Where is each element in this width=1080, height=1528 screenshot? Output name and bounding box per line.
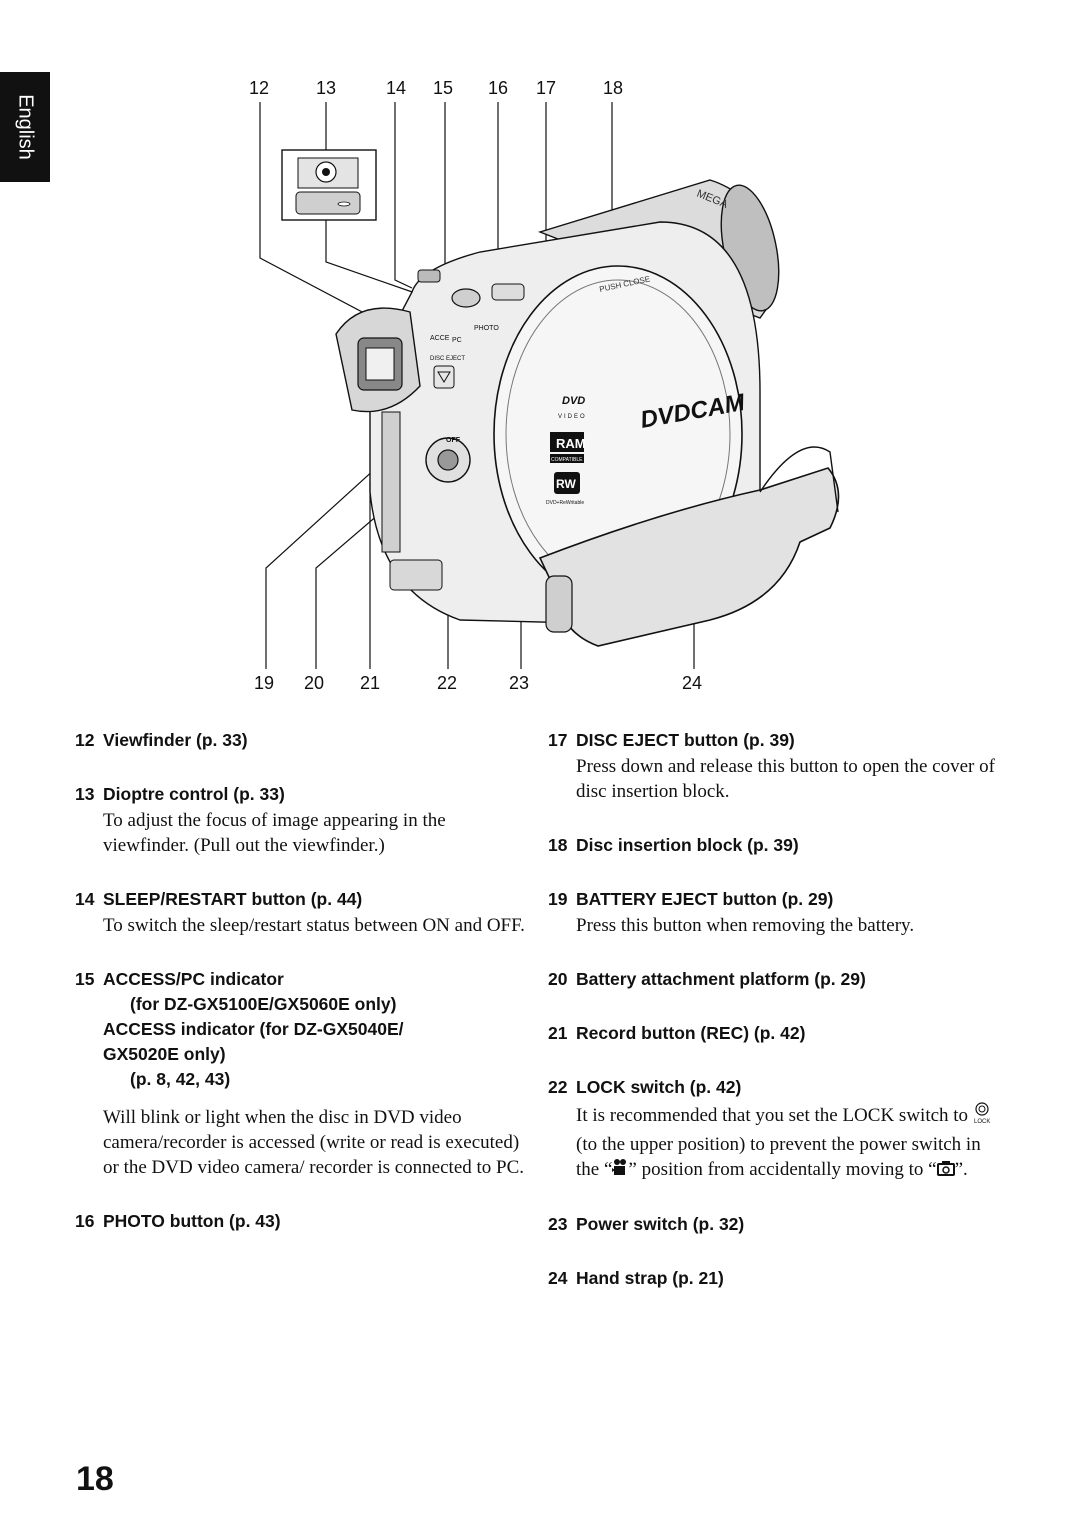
lock-desc-part-3: ” position from accidentally moving to “ bbox=[628, 1159, 937, 1180]
item-15: 15 ACCESS/PC indicator (for DZ-GX5100E/G… bbox=[75, 967, 535, 1180]
item-12: 12 Viewfinder (p. 33) bbox=[75, 728, 535, 753]
item-number: 23 bbox=[548, 1214, 568, 1235]
item-title: Disc insertion block (p. 39) bbox=[576, 835, 799, 855]
item-title: Viewfinder (p. 33) bbox=[103, 730, 248, 750]
callout-18: 18 bbox=[603, 78, 623, 98]
item-21: 21 Record button (REC) (p. 42) bbox=[548, 1021, 998, 1046]
callout-22: 22 bbox=[437, 673, 457, 693]
item-title: PHOTO button (p. 43) bbox=[103, 1211, 281, 1231]
page-number: 18 bbox=[76, 1460, 114, 1498]
callout-13: 13 bbox=[316, 78, 336, 98]
photo-label: PHOTO bbox=[474, 325, 499, 332]
callout-21: 21 bbox=[360, 673, 380, 693]
callout-19: 19 bbox=[254, 673, 274, 693]
item-title: Hand strap (p. 21) bbox=[576, 1268, 724, 1289]
item-title: Power switch (p. 32) bbox=[576, 1214, 745, 1235]
lock-desc-part-1: It is recommended that you set the LOCK … bbox=[576, 1104, 969, 1126]
item-description: To switch the sleep/restart status betwe… bbox=[103, 915, 525, 936]
compatible-label: COMPATIBLE bbox=[551, 457, 583, 463]
access-label: ACCE bbox=[430, 335, 450, 342]
item-16: 16 PHOTO button (p. 43) bbox=[75, 1209, 535, 1234]
item-description: To adjust the focus of image appearing i… bbox=[103, 810, 446, 856]
callout-14: 14 bbox=[386, 78, 406, 98]
item-number: 24 bbox=[548, 1268, 568, 1289]
pc-label: PC bbox=[452, 337, 462, 344]
camcorder-diagram: 12 13 14 15 16 17 18 19 20 21 22 23 24 bbox=[249, 78, 840, 693]
item-number: 16 bbox=[75, 1211, 95, 1231]
lock-icon-label: LOCK bbox=[974, 1119, 990, 1125]
item-description: It is recommended that you set the LOCK … bbox=[548, 1101, 998, 1183]
item-number: 12 bbox=[75, 730, 95, 750]
callout-15: 15 bbox=[433, 78, 453, 98]
dvd-logo: DVD bbox=[562, 395, 585, 407]
item-subtitle: GX5020E only) bbox=[103, 1044, 226, 1064]
item-number: 13 bbox=[75, 784, 95, 804]
item-24: 24 Hand strap (p. 21) bbox=[548, 1266, 998, 1291]
lock-desc-part-4: ”. bbox=[954, 1159, 968, 1180]
right-column: 17 DISC EJECT button (p. 39) Press down … bbox=[548, 728, 998, 1320]
item-number: 20 bbox=[548, 969, 568, 989]
item-13: 13 Dioptre control (p. 33) To adjust the… bbox=[75, 782, 535, 858]
item-17: 17 DISC EJECT button (p. 39) Press down … bbox=[548, 728, 998, 804]
language-tab-label: English bbox=[14, 94, 37, 160]
left-column: 12 Viewfinder (p. 33) 13 Dioptre control… bbox=[75, 728, 535, 1263]
item-title: Battery attachment platform (p. 29) bbox=[576, 969, 866, 989]
rw-badge: RW bbox=[556, 477, 576, 491]
off-label: OFF bbox=[446, 437, 461, 444]
item-title: Dioptre control (p. 33) bbox=[103, 784, 285, 804]
item-description: Will blink or light when the disc in DVD… bbox=[103, 1107, 525, 1178]
item-14: 14 SLEEP/RESTART button (p. 44) To switc… bbox=[75, 887, 535, 938]
callout-12: 12 bbox=[249, 78, 269, 98]
item-title: BATTERY EJECT button (p. 29) bbox=[576, 889, 834, 909]
item-page-refs: (p. 8, 42, 43) bbox=[130, 1069, 231, 1089]
lock-icon: LOCK bbox=[973, 1101, 991, 1132]
rw-caption: DVD+ReWritable bbox=[546, 500, 584, 506]
item-number: 19 bbox=[548, 889, 568, 909]
item-title: ACCESS/PC indicator bbox=[103, 969, 284, 989]
callout-17: 17 bbox=[536, 78, 556, 98]
language-tab: English bbox=[0, 72, 50, 182]
disc-eject-label: DISC EJECT bbox=[430, 356, 465, 362]
item-number: 21 bbox=[548, 1023, 568, 1043]
item-number: 22 bbox=[548, 1077, 568, 1097]
item-title: Record button (REC) (p. 42) bbox=[576, 1023, 806, 1043]
camcorder-body: MEGA PUSH CLOSE DVD VIDEO DVDCAM RAM COM… bbox=[335, 179, 840, 647]
item-22: 22 LOCK switch (p. 42) It is recommended… bbox=[548, 1075, 998, 1183]
item-23: 23 Power switch (p. 32) bbox=[548, 1212, 998, 1237]
callout-16: 16 bbox=[488, 78, 508, 98]
item-number: 18 bbox=[548, 835, 568, 855]
item-description: Press down and release this button to op… bbox=[576, 756, 995, 802]
item-title: LOCK switch (p. 42) bbox=[576, 1077, 742, 1097]
ram-badge: RAM bbox=[556, 436, 586, 451]
callout-23: 23 bbox=[509, 673, 529, 693]
item-subtitle: ACCESS indicator (for DZ-GX5040E/ bbox=[103, 1019, 404, 1039]
item-number: 17 bbox=[548, 730, 568, 750]
item-description: Press this button when removing the batt… bbox=[576, 915, 915, 936]
dvd-video-label: VIDEO bbox=[558, 414, 587, 420]
item-subtitle: (for DZ-GX5100E/GX5060E only) bbox=[130, 994, 397, 1014]
item-18: 18 Disc insertion block (p. 39) bbox=[548, 833, 998, 858]
dioptre-inset bbox=[281, 149, 377, 221]
callout-24: 24 bbox=[682, 673, 702, 693]
item-title: DISC EJECT button (p. 39) bbox=[576, 730, 795, 750]
lock-desc-part-2: (to the upper position) to prevent the p… bbox=[576, 1134, 981, 1180]
item-number: 14 bbox=[75, 889, 95, 909]
item-19: 19 BATTERY EJECT button (p. 29) Press th… bbox=[548, 887, 998, 938]
still-camera-icon bbox=[936, 1158, 955, 1183]
item-20: 20 Battery attachment platform (p. 29) bbox=[548, 967, 998, 992]
callout-20: 20 bbox=[304, 673, 324, 693]
item-number: 15 bbox=[75, 969, 95, 989]
movie-camera-icon bbox=[612, 1158, 628, 1183]
item-title: SLEEP/RESTART button (p. 44) bbox=[103, 889, 363, 909]
